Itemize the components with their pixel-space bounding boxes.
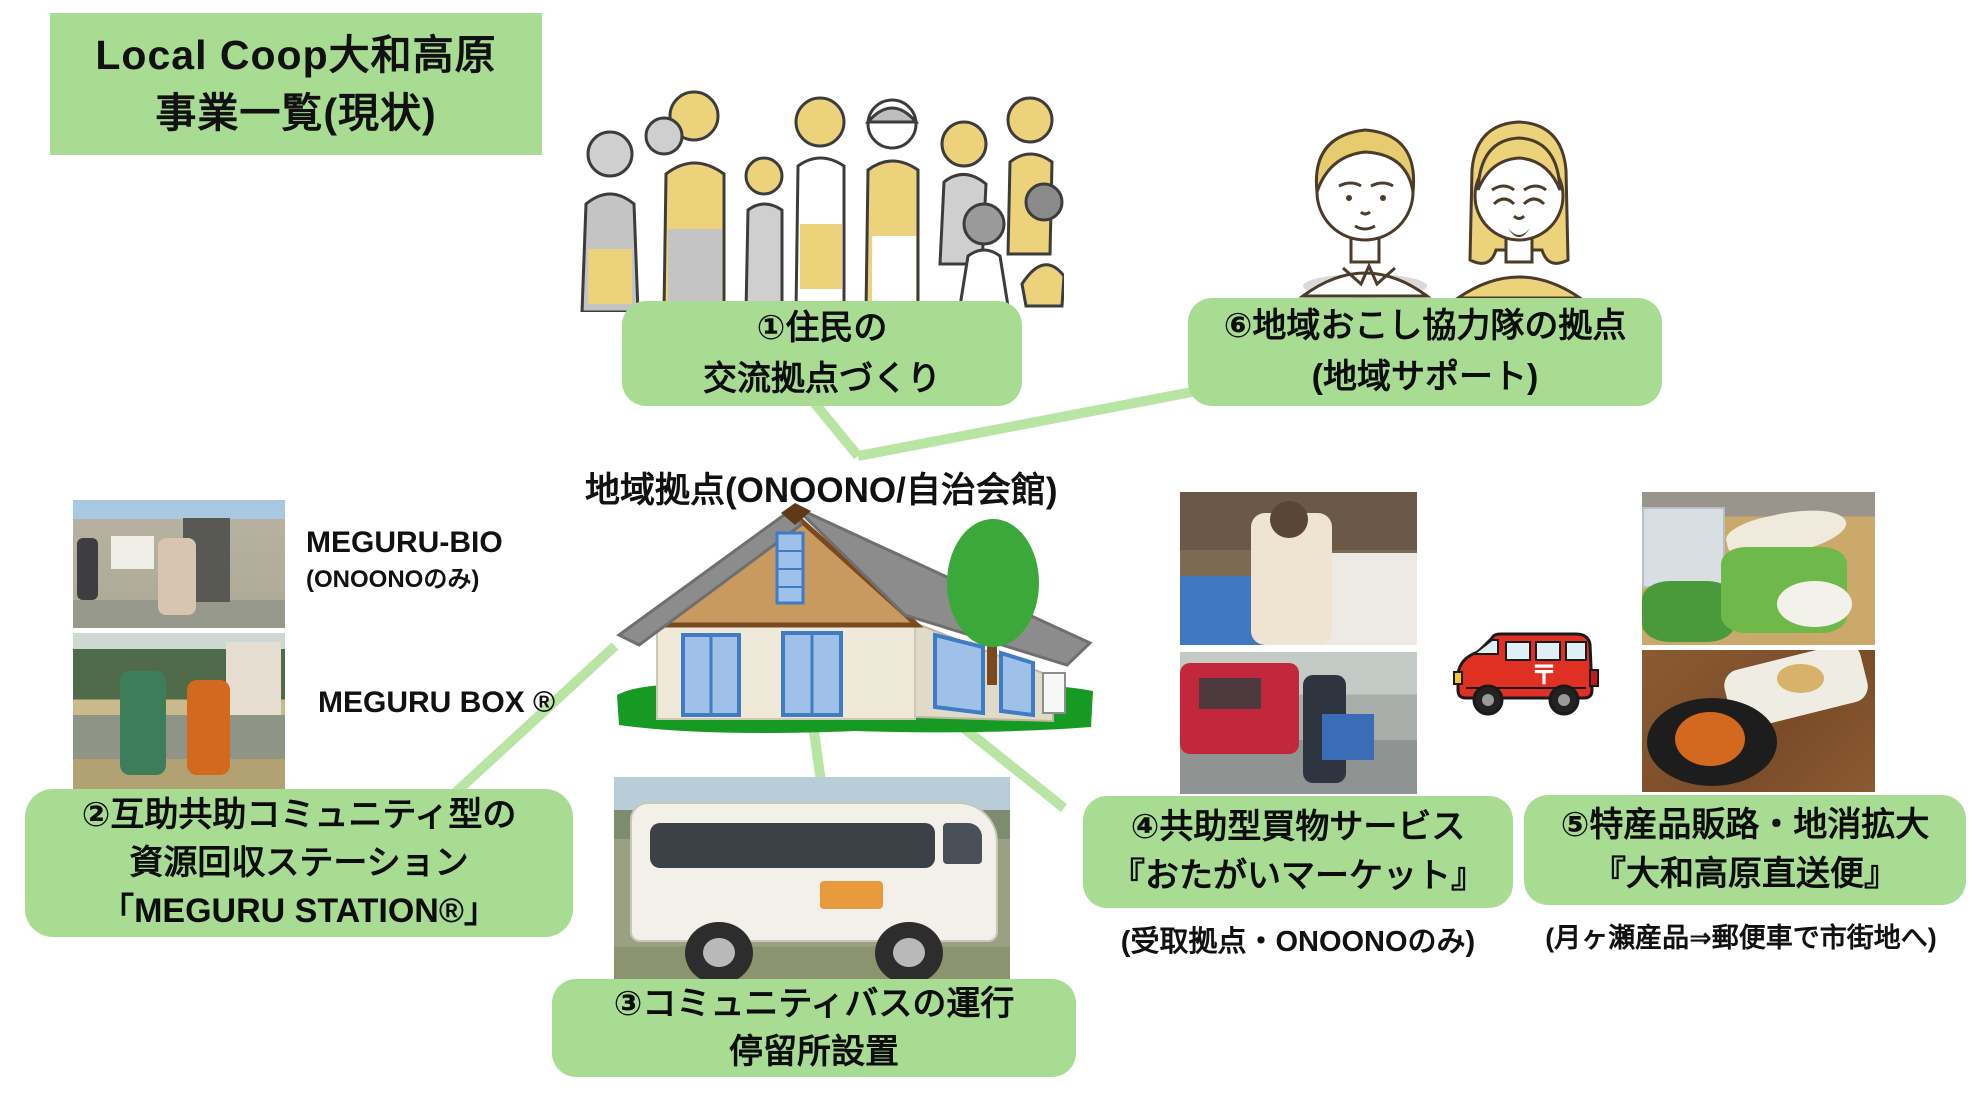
photo-postal-van-delivery [1180,652,1417,794]
people-group-illustration [580,90,1064,312]
photo-detail [111,535,154,570]
title-line2: 事業一覧(現状) [155,90,437,136]
postal-van-icon: 〒 [1453,632,1599,716]
box-1-line2: 交流拠点づくり [703,359,941,398]
label-meguru-bio-sub: (ONOONOのみ) [306,565,480,593]
man-face-illustration [1298,128,1432,298]
photo-meguru-bio-station [73,500,285,628]
photo-detail [187,680,230,776]
photo-detail [157,538,196,616]
line-house-box2 [451,642,619,797]
photo-meguru-box-users [73,633,285,791]
woman-face-illustration [1453,120,1585,300]
box-4-otagai-market: ④共助型買物サービス 『おたがいマーケット』 [1083,796,1513,908]
label-meguru-bio-title: MEGURU-BIO [306,526,503,559]
box-2-line1: ②互助共助コミュニティ型の [81,795,517,834]
box-4-line2: 『おたがいマーケット』 [1111,857,1485,895]
photo-detail [1198,677,1261,709]
line-box1-hub [808,396,862,460]
box-1-residents-exchange: ①住民の 交流拠点づくり [622,301,1022,406]
box-5-caption: (月ヶ瀬産品⇒郵便車で市街地へ) [1545,923,1937,953]
box-3-line2: 停留所設置 [729,1033,899,1071]
photo-detail [73,715,285,760]
box-3-community-bus: ③コミュニティバスの運行 停留所設置 [552,979,1076,1077]
box-6-line2: (地域サポート) [1311,358,1539,396]
postal-mark: 〒 [1531,660,1557,690]
photo-local-dishes [1642,650,1875,792]
page-title: Local Coop大和高原 事業一覧(現状) [50,13,542,155]
box-2-line2: 資源回収ステーション [129,843,469,882]
bus-wheel-hub1 [703,938,735,968]
box-6-line1: ⑥地域おこし協力隊の拠点 [1223,307,1627,345]
label-meguru-bio: MEGURU-BIO (ONOONOのみ) [306,523,503,596]
photo-local-vegetables [1642,492,1875,645]
bus-windows [649,822,935,869]
box-3-line1: ③コミュニティバスの運行 [613,984,1015,1023]
photo-detail [1777,664,1824,693]
box-6-chiiki-okoshi: ⑥地域おこし協力隊の拠点 (地域サポート) [1188,298,1662,406]
label-meguru-box: MEGURU BOX ® [318,686,556,719]
photo-detail [1777,580,1852,627]
box-1-line1: ①住民の [756,308,888,347]
bus-wheel-hub2 [893,938,925,968]
photo-otagai-market-sorting [1180,492,1417,645]
line-box6-hub [857,387,1193,461]
box-2-meguru-station: ②互助共助コミュニティ型の 資源回収ステーション 「MEGURU STATION… [25,789,573,937]
box-4-caption: (受取拠点・ONOONOのみ) [1120,926,1476,958]
box-2-line3: 「MEGURU STATION®」 [100,892,498,931]
photo-detail [1674,712,1745,767]
community-house-illustration [616,503,1093,733]
title-line1: Local Coop大和高原 [95,31,497,78]
photo-detail [1270,501,1308,538]
photo-detail [77,538,99,600]
photo-community-bus [614,777,1010,984]
photo-detail [1322,714,1375,760]
photo-detail [1642,507,1726,588]
bus-windshield [942,822,983,864]
photo-detail [1642,580,1736,642]
box-5-line1: ⑤特産品販路・地消拡大 [1560,805,1930,844]
box-4-line1: ④共助型買物サービス [1130,807,1466,846]
box-5-line2: 『大和高原直送便』 [1592,855,1898,893]
photo-detail [119,670,167,776]
box-5-yamato-chokusoubin: ⑤特産品販路・地消拡大 『大和高原直送便』 [1524,795,1966,905]
hub-label: 地域拠点(ONOONO/自治会館) [585,471,1058,510]
bus-logo [819,880,884,910]
